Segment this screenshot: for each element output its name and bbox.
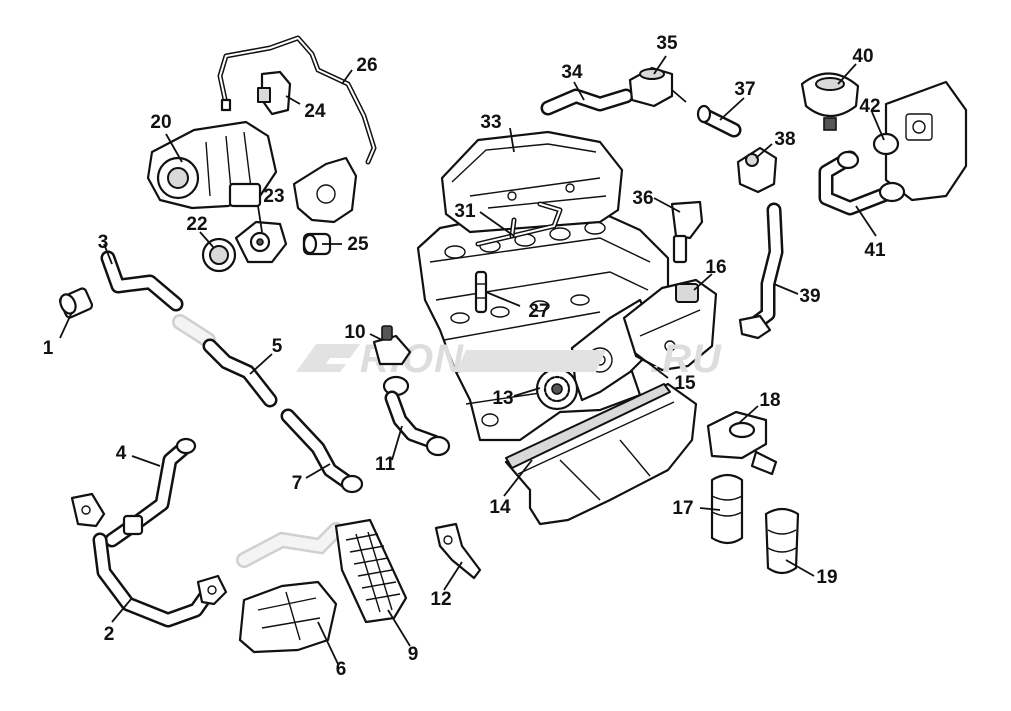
callout-18: 18 [759, 390, 780, 411]
vacuum-hose-long [738, 202, 784, 340]
camshaft-gear [535, 367, 579, 411]
callout-24: 24 [304, 101, 326, 122]
callout-1: 1 [43, 338, 54, 359]
callout-15: 15 [674, 373, 696, 394]
callout-labels: 1 2 3 4 5 6 7 9 10 11 12 13 14 15 16 17 … [43, 33, 886, 680]
filter-bracket [706, 410, 778, 476]
callout-3: 3 [98, 232, 109, 253]
thermostat-housing [622, 278, 718, 372]
callout-4: 4 [116, 443, 127, 464]
coolant-hose-upper [100, 250, 184, 312]
coolant-pipe [280, 408, 364, 494]
fuel-filter [710, 473, 744, 545]
callout-31: 31 [454, 201, 476, 222]
callout-11: 11 [375, 454, 396, 475]
intercooler-grille [334, 518, 408, 624]
callout-13: 13 [492, 388, 513, 409]
callout-33: 33 [480, 112, 501, 133]
pcv-valve [628, 66, 687, 108]
injector [474, 270, 488, 314]
oil-pan [504, 382, 698, 526]
callout-35: 35 [656, 33, 678, 54]
callout-37: 37 [734, 79, 755, 100]
callout-38: 38 [774, 129, 795, 150]
callout-14: 14 [489, 497, 511, 518]
callout-16: 16 [705, 257, 726, 278]
vacuum-canister [736, 146, 778, 194]
pulley [201, 237, 237, 273]
fuel-rail [475, 201, 563, 247]
callout-10: 10 [344, 322, 365, 343]
callout-41: 41 [864, 240, 886, 261]
engine-mount-bracket [236, 522, 344, 654]
oil-filter [764, 507, 800, 575]
egr-valve [372, 325, 412, 366]
vacuum-line [217, 35, 377, 165]
water-pump [234, 220, 288, 264]
callout-17: 17 [672, 498, 693, 519]
turbocharger [146, 120, 278, 210]
egr-pipe [382, 375, 451, 457]
callout-2: 2 [104, 624, 115, 645]
pressure-sensor [257, 70, 292, 116]
coolant-pipe-flanged [70, 492, 228, 628]
callout-6: 6 [336, 659, 347, 680]
callout-20: 20 [150, 112, 171, 133]
callout-23: 23 [263, 186, 284, 207]
callout-39: 39 [799, 286, 820, 307]
breather-hose [540, 88, 634, 116]
sensor-bracket [292, 156, 358, 256]
vacuum-reservoir [800, 72, 860, 131]
callout-26: 26 [356, 55, 377, 76]
coolant-pipe-bend [104, 437, 197, 548]
callout-42: 42 [859, 96, 880, 117]
callout-36: 36 [632, 188, 653, 209]
callout-27: 27 [528, 301, 549, 322]
coolant-hose-middle [172, 314, 278, 408]
hose-coupling [58, 287, 94, 319]
hose-fitting [696, 104, 742, 138]
callout-12: 12 [430, 589, 451, 610]
mounting-bracket-small [434, 522, 482, 580]
leader-lines [59, 55, 885, 665]
callout-25: 25 [347, 234, 369, 255]
callout-19: 19 [816, 567, 837, 588]
callout-40: 40 [852, 46, 873, 67]
callout-9: 9 [408, 644, 419, 665]
callout-5: 5 [272, 336, 283, 357]
callout-7: 7 [292, 473, 303, 494]
air-filter-housing [818, 80, 968, 216]
valve-cover [440, 130, 624, 234]
callout-34: 34 [561, 62, 583, 83]
callout-22: 22 [186, 214, 207, 235]
